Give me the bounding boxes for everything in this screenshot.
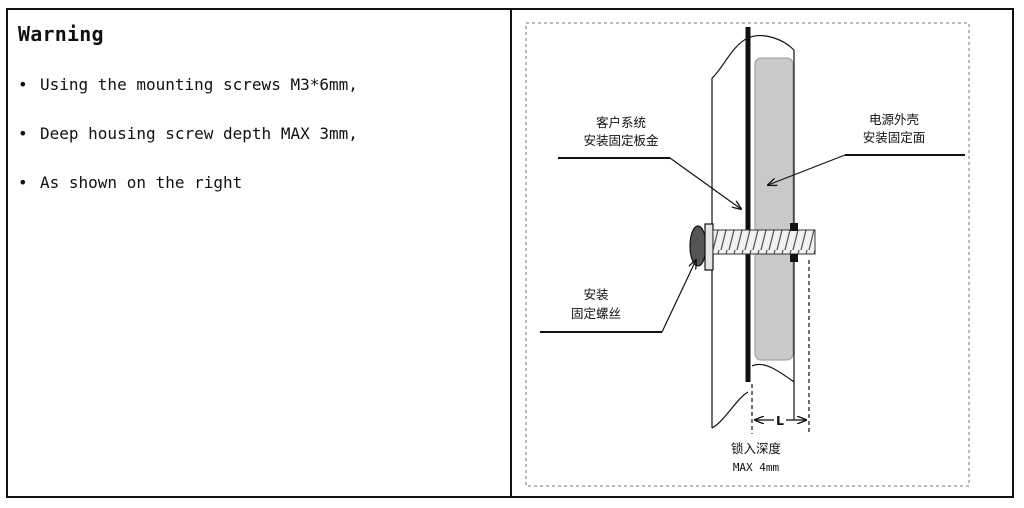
screw-threads (712, 229, 816, 255)
warning-list: • Using the mounting screws M3*6mm, • Deep… (18, 74, 358, 221)
bullet-icon: • (18, 173, 28, 192)
nut-bottom (790, 254, 798, 262)
list-item: • Deep housing screw depth MAX 3mm, (18, 123, 358, 172)
screw-head (689, 225, 707, 267)
list-item: • As shown on the right (18, 172, 358, 221)
warning-title: Warning (18, 22, 104, 46)
psu-bottom-break (751, 363, 795, 383)
warning-item-text: Using the mounting screws M3*6mm, (40, 75, 358, 94)
dashed-border (525, 22, 970, 487)
psu-label-line2: 安装固定面 (863, 130, 926, 145)
bullet-icon: • (18, 124, 28, 143)
warning-item-text: As shown on the right (40, 173, 243, 192)
column-divider (510, 8, 512, 498)
list-item: • Using the mounting screws M3*6mm, (18, 74, 358, 123)
screw-washer (704, 223, 714, 271)
nut-top (790, 223, 798, 231)
screw-leader-arrow (661, 260, 696, 333)
mounting-diagram: 客户系统 安装固定板金 电源外壳 安装固定面 安装 固定螺丝 L 锁入深度 MA… (525, 22, 970, 487)
screw-label-line2: 固定螺丝 (571, 306, 621, 321)
warning-item-text: Deep housing screw depth MAX 3mm, (40, 124, 358, 143)
customer-label-line1: 客户系统 (596, 115, 646, 130)
psu-leader-arrow (768, 154, 846, 185)
sheet-metal-top-break (711, 37, 749, 79)
diagram-panel: 客户系统 安装固定板金 电源外壳 安装固定面 安装 固定螺丝 L 锁入深度 MA… (512, 10, 1012, 496)
customer-leader-arrow (669, 157, 741, 209)
customer-label-line2: 安装固定板金 (583, 133, 659, 148)
depth-label-line1: 锁入深度 (731, 441, 782, 456)
screw-label-line1: 安装 (583, 287, 608, 302)
psu-label-line1: 电源外壳 (869, 112, 919, 127)
depth-label-line2: MAX 4mm (733, 461, 780, 474)
length-label: L (776, 413, 784, 428)
psu-top-break (747, 35, 795, 51)
sheet-metal-bottom-break (711, 391, 749, 429)
psu-housing (754, 57, 794, 361)
warning-panel: Warning • Using the mounting screws M3*6m… (8, 10, 508, 496)
bullet-icon: • (18, 75, 28, 94)
